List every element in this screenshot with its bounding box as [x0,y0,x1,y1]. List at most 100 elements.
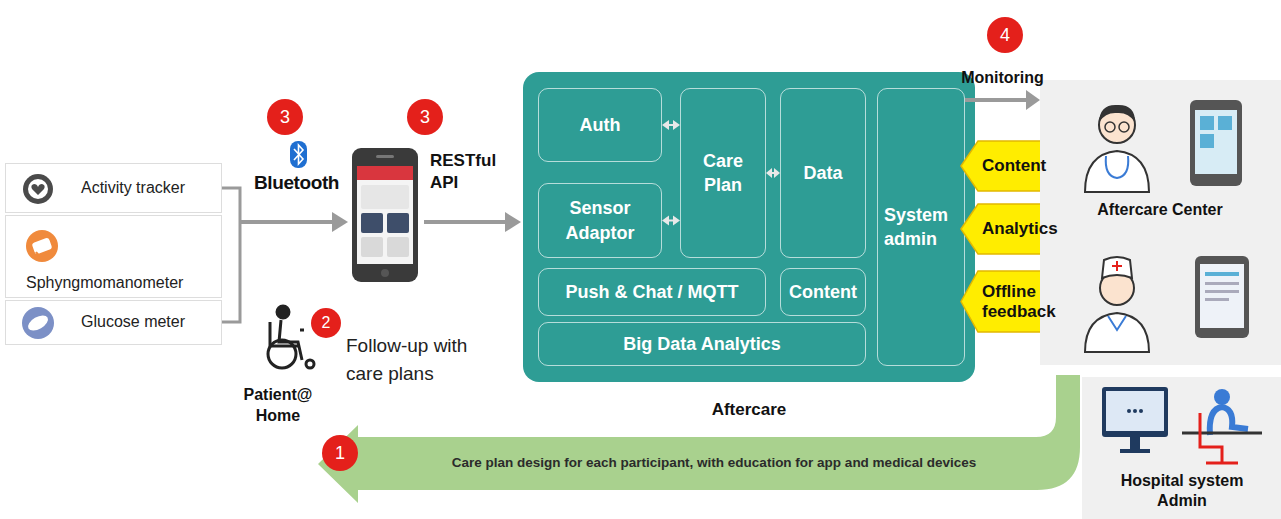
connector [766,168,780,178]
module-label: Sensor Adaptor [543,196,657,245]
monitor-base [1120,449,1150,453]
doctor-body [1085,151,1149,192]
module-box: Data [780,88,866,258]
screen-dot [1133,409,1137,413]
callout-number: 4 [987,17,1023,53]
phone-speaker [376,155,394,158]
glucose-icon [22,307,54,339]
module-box: Auth [538,88,662,162]
screen-dot [1139,409,1143,413]
device-row: Sphyngmomanometer [5,215,222,298]
admin-body [1210,407,1248,435]
band-label: Care plan design for each participant, w… [380,455,1048,470]
module-box: Sensor Adaptor [538,183,662,258]
panel-label: Aftercare Center [1090,200,1230,220]
user-panel: Aftercare Center [1040,80,1281,365]
desk [1182,432,1262,435]
module-label: Big Data Analytics [623,332,780,356]
text-label: Follow-up with care plans [346,332,506,387]
module-label: System admin [884,203,960,252]
phone-button [381,269,389,277]
nurse-body [1085,313,1149,352]
cuff-tube [36,252,46,256]
band-shape [318,375,1080,503]
app-tile [387,213,409,233]
nurse-collar [1108,316,1126,330]
arrow-head [673,120,680,130]
bp-icon [26,230,58,262]
phone-screen [1195,110,1237,174]
wire [222,188,240,322]
arrow-head [662,216,669,226]
phone-tile [1200,134,1214,148]
module-label: Auth [580,113,621,137]
connector-line [669,220,673,222]
text-label: Bluetooth [254,172,339,194]
device-row: Glucose meter [5,300,222,345]
module-label: Content [789,280,857,304]
bluetooth-rune [294,145,303,164]
callout-number: 2 [311,308,341,338]
arrow-head [332,212,348,232]
device-label: Glucose meter [81,313,185,331]
sensor-wires [222,188,334,322]
module-label: Data [803,161,842,185]
wheel [306,360,314,368]
callout-label: Offline feedback [982,282,1068,321]
wheel [268,340,296,368]
device-label: Activity tracker [81,179,185,197]
arrow-head [673,216,680,226]
app-header [357,166,413,180]
device-label: Sphyngmomanometer [26,274,183,292]
monitor [1102,387,1168,437]
connector-line [772,172,774,174]
band-bg [318,375,1080,505]
module-box: Push & Chat / MQTT [538,268,766,316]
tablet-line [1205,282,1239,285]
connector [662,216,680,226]
arrow-head [505,212,521,232]
module-box: Care Plan [680,88,766,258]
phone-tile [1200,116,1214,130]
app-tile [387,237,409,257]
arrow-head [662,120,669,130]
phone-body [352,148,418,282]
bluetooth-icon [290,141,307,168]
doctor-hair [1099,105,1135,122]
admin-head [1214,389,1230,405]
connector-line [965,98,1026,102]
wire [240,220,334,224]
smartphone [352,148,418,282]
tablet-screen [1200,264,1244,328]
edge-label: Monitoring [961,69,1044,87]
app-tile [361,213,383,233]
tablet-icon [1195,256,1249,338]
bluetooth-badge [290,141,307,168]
phone-icon [1190,100,1242,186]
module-label: Care Plan [685,149,761,198]
connector-line [669,124,673,126]
glasses [1105,122,1115,132]
panel-icons [1040,80,1281,365]
module-box: Content [780,268,866,316]
platform-title: Aftercare [523,400,975,420]
text-label: RESTful API [430,150,514,194]
patient-head [277,306,289,318]
api-arrow [424,220,508,224]
text-label: Patient@ Home [238,385,318,427]
module-box: System admin [877,88,965,366]
module-box: Big Data Analytics [538,322,866,366]
app-tile [361,185,409,209]
user-panel: Hospital system Admin [1082,377,1281,519]
process-arrow: Care plan design for each participant, w… [318,375,1080,505]
callout-label: Content [982,156,1046,176]
arrow-head [1026,90,1040,110]
tracker-ring [28,179,48,199]
meter [25,312,50,333]
arrow-head [766,168,772,178]
panel-label: Hospital system Admin [1107,471,1257,511]
tablet-line [1205,272,1239,276]
callout-number: 3 [267,99,303,135]
